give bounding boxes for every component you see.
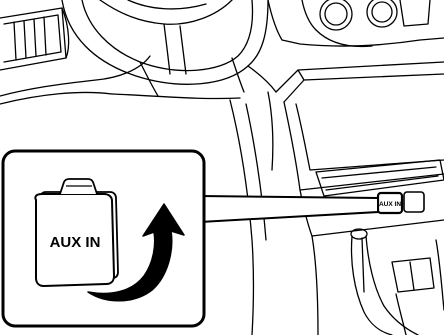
center-stack xyxy=(268,62,444,190)
aux-in-cover-label: AUX IN xyxy=(50,234,101,251)
storage-tray xyxy=(316,160,444,196)
aux-in-jack-label: AUX IN xyxy=(379,201,401,208)
aux-in-cover: AUX IN xyxy=(35,179,118,286)
instrument-area xyxy=(268,0,444,46)
aux-in-jack-location: AUX IN xyxy=(378,192,424,213)
steering-wheel xyxy=(62,0,268,96)
air-vent-left xyxy=(0,8,66,70)
callout-box: AUX IN xyxy=(3,151,204,326)
gear-shifter xyxy=(351,229,418,335)
callout-pointer xyxy=(200,196,378,222)
adjacent-jack xyxy=(404,192,424,212)
